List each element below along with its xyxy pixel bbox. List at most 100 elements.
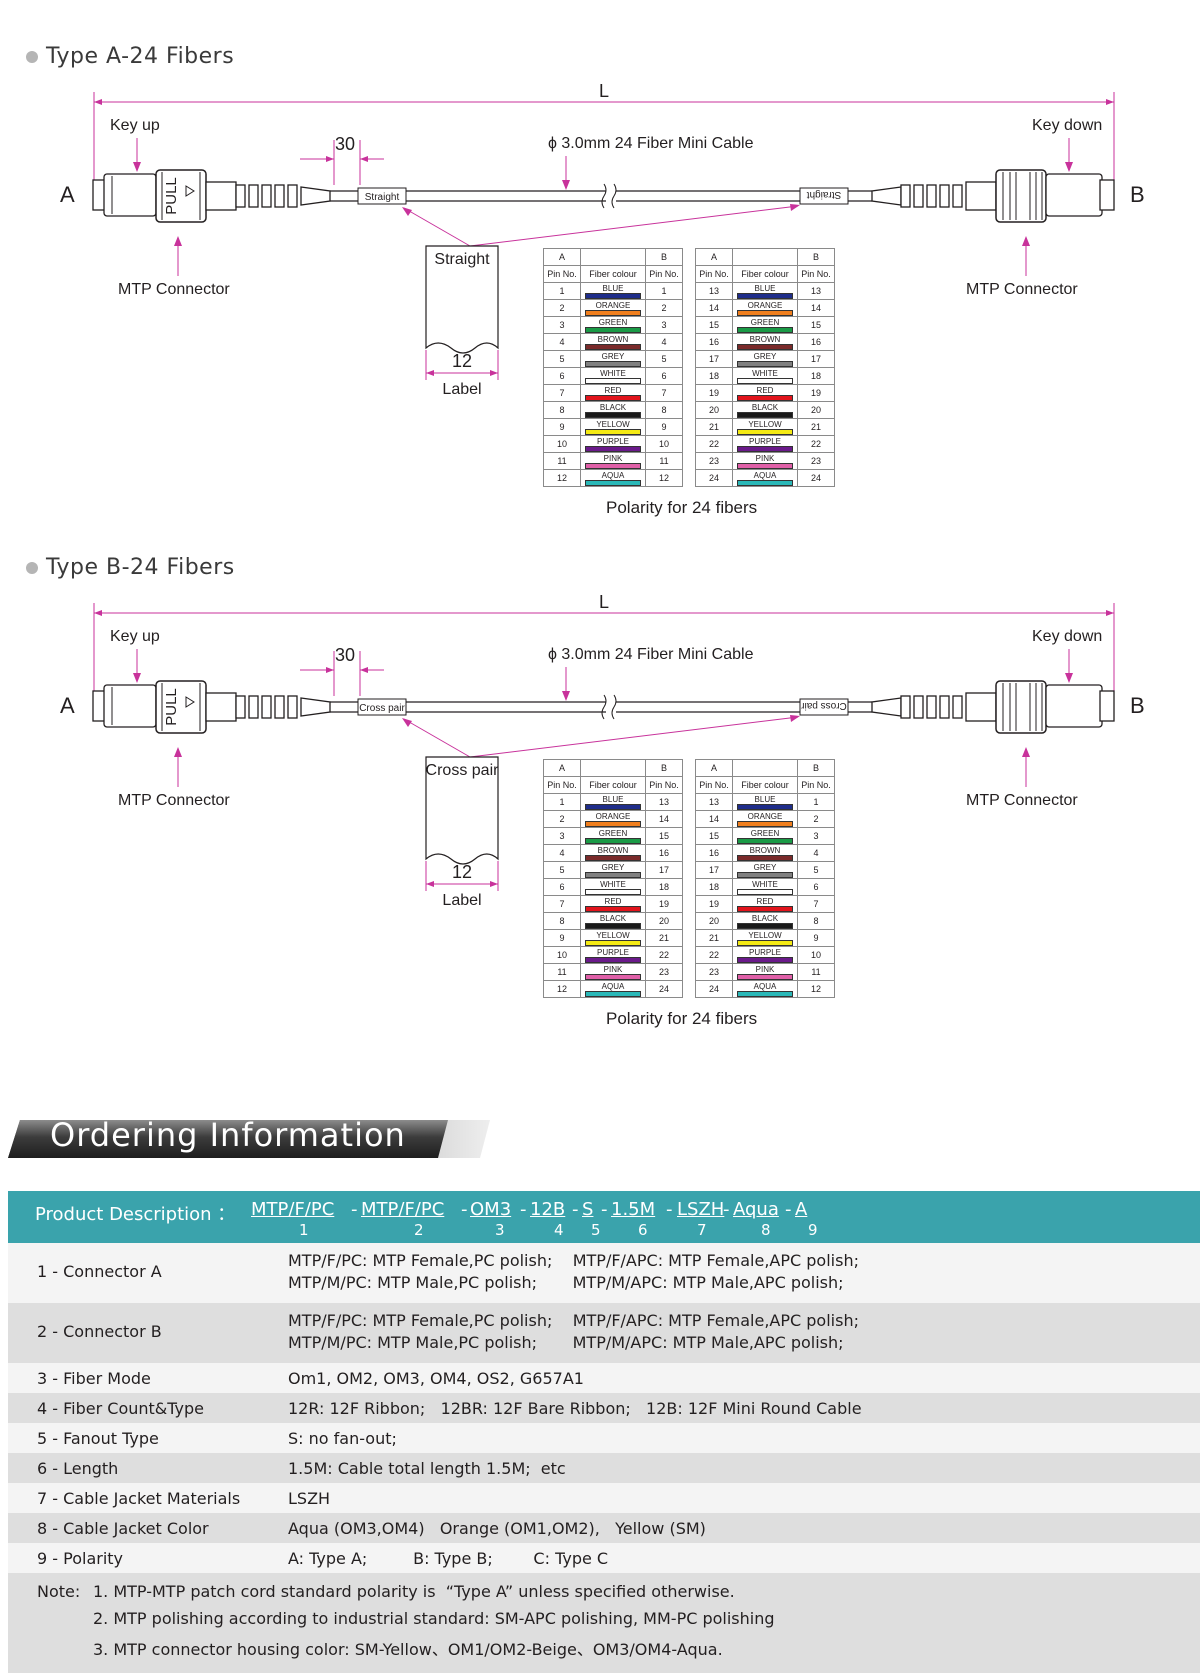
fiber-colour-name: BLACK [751,913,779,923]
fiber-colour-swatch [737,990,793,997]
mtp-connector-left-label: MTP Connector [118,281,230,298]
arrow-icon [402,207,412,216]
fiber-colour-cell: GREY [732,861,798,879]
pin-a-cell: 21 [695,929,733,947]
pin-a-cell: 8 [543,912,581,930]
end-a-label: A [60,693,75,718]
fiber-colour-cell: YELLOW [580,418,646,436]
type-a-heading: Type A-24 Fibers [26,44,234,69]
arrow-icon [94,610,102,616]
table-column-header: Pin No. [797,776,835,794]
label-dimension: 12 [452,862,472,882]
pin-b-cell: 4 [645,333,683,351]
table-column-header: Pin No. [695,265,733,283]
fiber-colour-swatch [585,394,641,401]
fiber-colour-name: BROWN [749,334,781,344]
pin-a-cell: 2 [543,810,581,828]
fiber-colour-name: GREY [753,351,777,361]
pin-a-cell: 10 [543,946,581,964]
fiber-colour-swatch [737,394,793,401]
mtp-connector-left: PULL [92,169,331,223]
fiber-colour-name: RED [604,385,622,395]
pin-a-cell: 15 [695,316,733,334]
arrow-icon [1106,99,1114,105]
note-3: 3. MTP connector housing color: SM-Yello… [93,1640,723,1659]
pin-a-cell: 6 [543,367,581,385]
pin-b-cell: 12 [645,469,683,487]
fiber-colour-name: BLACK [599,402,627,412]
triangle-icon [185,185,195,197]
pin-b-cell: 21 [797,418,835,436]
cable-tag-left-text: Cross pair [359,703,405,714]
code-separator: - [572,1199,579,1220]
cable-spec-label: ϕ 3.0mm 24 Fiber Mini Cable [548,646,754,663]
pull-label: PULL [163,688,180,726]
label-box-text: Cross pair [426,762,500,779]
table-column-header: Pin No. [543,776,581,794]
pin-a-cell: 20 [695,912,733,930]
fiber-colour-swatch [737,292,793,299]
fiber-colour-name: GREEN [750,317,780,327]
pin-a-cell: 3 [543,316,581,334]
mtp-connector-right-label: MTP Connector [966,281,1078,298]
fiber-colour-name: BLUE [754,794,776,804]
pin-a-cell: 15 [695,827,733,845]
dimension-30-label: 30 [335,134,355,154]
code-part: Aqua [733,1199,779,1220]
pin-b-cell: 15 [645,827,683,845]
table-column-header: Fiber colour [732,776,798,794]
code-separator: - [785,1199,792,1220]
row-key: 1 - Connector A [37,1262,162,1281]
pin-b-cell: 24 [797,469,835,487]
fiber-colour-cell: BLACK [580,401,646,419]
bullet-icon [26,50,38,63]
pin-b-cell: 18 [797,367,835,385]
fiber-colour-name: PURPLE [748,947,781,957]
pin-a-cell: 24 [695,980,733,998]
fiber-colour-name: BROWN [749,845,781,855]
pin-b-cell: 3 [645,316,683,334]
fiber-colour-name: WHITE [600,879,626,889]
pin-b-cell: 14 [645,810,683,828]
fiber-colour-swatch [585,820,641,827]
fiber-colour-cell: WHITE [732,878,798,896]
table-header-cell: A [543,759,581,777]
triangle-icon [185,696,195,708]
fiber-colour-cell: AQUA [732,980,798,998]
fiber-colour-cell: RED [580,384,646,402]
pin-b-cell: 7 [645,384,683,402]
pin-b-cell: 23 [797,452,835,470]
pin-a-cell: 11 [543,452,581,470]
fiber-colour-swatch [585,326,641,333]
fiber-colour-swatch [737,445,793,452]
row-value: LSZH [288,1489,331,1508]
fiber-colour-cell: AQUA [580,980,646,998]
fiber-colour-name: PURPLE [596,436,629,446]
fiber-colour-name: YELLOW [596,930,630,940]
arrow-icon [174,236,182,246]
fiber-colour-name: PURPLE [748,436,781,446]
fiber-colour-cell: GREEN [580,827,646,845]
pin-a-cell: 16 [695,844,733,862]
arrow-icon [426,881,434,887]
fiber-colour-name: YELLOW [748,930,782,940]
fiber-colour-cell: WHITE [732,367,798,385]
arrow-icon [326,667,334,673]
fiber-colour-cell: YELLOW [732,929,798,947]
note-2: 2. MTP polishing according to industrial… [93,1609,775,1628]
pin-b-cell: 15 [797,316,835,334]
key-up-label: Key up [110,628,160,645]
length-label: L [599,592,609,612]
